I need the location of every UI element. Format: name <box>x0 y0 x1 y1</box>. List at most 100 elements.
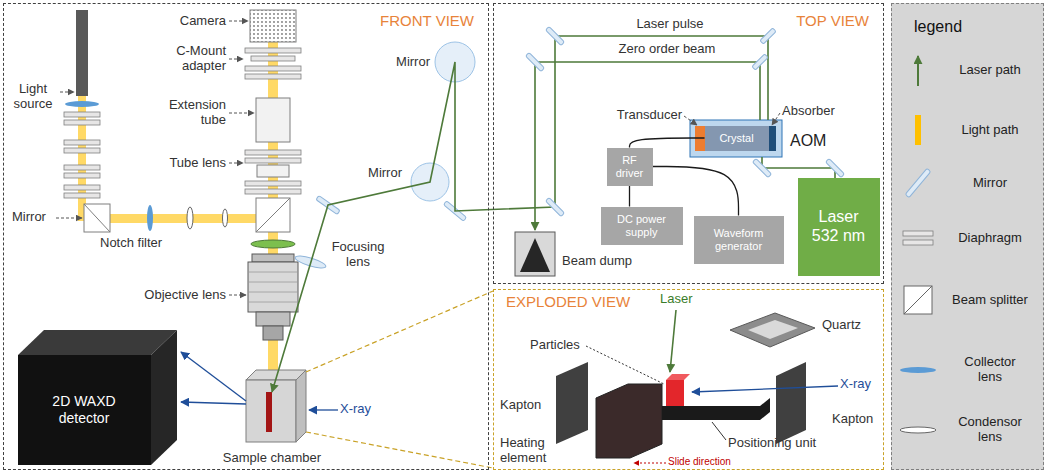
leader-line <box>229 59 243 60</box>
box-label: Laser 532 nm <box>810 208 868 245</box>
beam-dump <box>515 232 555 276</box>
device-box: RF driver <box>607 148 653 186</box>
diaphragm <box>245 66 301 71</box>
legend-text: Beam splitter <box>952 293 1028 308</box>
light-path <box>108 214 258 223</box>
mirror <box>545 197 564 216</box>
collector-lens <box>65 101 99 107</box>
leader-line <box>60 92 74 93</box>
leader-line <box>586 346 664 384</box>
leader-line <box>684 116 697 125</box>
legend-text: Diaphragm <box>952 231 1028 246</box>
diaphragm <box>245 189 301 194</box>
light-source <box>76 10 88 96</box>
legend-symbol <box>904 286 932 314</box>
device-box: 2D WAXD detector <box>18 355 151 465</box>
legend-entry: Light path <box>896 123 1036 138</box>
diaphragm <box>64 185 100 190</box>
quartz-window <box>748 320 798 339</box>
quartz-plate <box>730 313 815 347</box>
diaphragm <box>245 48 301 53</box>
diaphragm <box>251 56 295 61</box>
legend-text: Light path <box>952 123 1028 138</box>
part-label: Transducer <box>588 108 682 123</box>
part-label: Mirror <box>12 210 62 225</box>
sample-chamber <box>296 370 306 442</box>
objective-lens <box>256 312 290 326</box>
view-panel: EXPLODED VIEW <box>493 289 884 470</box>
diaphragm <box>64 120 100 125</box>
leader-line <box>229 113 254 114</box>
mirror <box>545 26 564 45</box>
tube-lens <box>257 165 289 177</box>
sample <box>266 392 272 432</box>
leader-line <box>772 113 780 125</box>
detector-face <box>18 330 177 355</box>
mirror <box>760 28 776 44</box>
beam-splitter <box>256 198 290 232</box>
legend-symbol <box>904 286 932 314</box>
absorber <box>769 126 776 151</box>
box-label: Crystal <box>719 132 753 145</box>
sample-chamber <box>246 380 296 442</box>
part-label: Positioning unit <box>728 436 840 451</box>
part-label: Zero order beam <box>612 42 722 57</box>
part-label: Tube lens <box>150 156 226 171</box>
legend-entry: Condensor lens <box>896 415 1036 445</box>
connector-wire <box>629 186 630 207</box>
part-label: Absorber <box>782 104 852 119</box>
slide-arrow <box>634 462 666 463</box>
part-label: Kapton <box>832 412 882 427</box>
legend-text: Laser path <box>952 63 1028 78</box>
part-label: Mirror <box>384 55 430 70</box>
mirror-face <box>84 204 110 232</box>
legend-entry: Laser path <box>896 63 1036 78</box>
condensor-lens <box>223 209 228 227</box>
legend-ground <box>891 3 1044 470</box>
detector-face <box>151 330 177 465</box>
particles <box>666 374 690 380</box>
diaphragm <box>64 140 100 145</box>
leader-line <box>712 422 726 440</box>
notch-filter <box>147 205 153 231</box>
panel-heading: legend <box>892 18 1043 36</box>
extension-tube <box>256 98 290 142</box>
box-label: Waveform generator <box>699 227 779 252</box>
part-label: Laser <box>660 292 704 307</box>
diaphragm <box>64 165 100 170</box>
diaphragm <box>245 158 301 163</box>
diaphragm <box>64 148 100 153</box>
part-label: Quartz <box>822 318 880 333</box>
zoom-line <box>306 432 493 468</box>
legend-entry: Beam splitter <box>896 293 1036 308</box>
legend-text: Collector lens <box>952 355 1028 385</box>
box-label: 2D WAXD detector <box>44 393 124 425</box>
device-box: Laser 532 nm <box>798 178 880 276</box>
part-label: Mirror <box>356 166 402 181</box>
mirror <box>752 54 768 70</box>
scatter-ray <box>181 402 246 404</box>
filter <box>251 240 295 248</box>
laser-path <box>272 62 555 392</box>
leader-line <box>229 21 248 22</box>
view-panel: FRONT VIEW2D WAXD detector <box>3 3 489 470</box>
mirror-cube <box>84 204 110 232</box>
mirror <box>825 158 844 177</box>
diaphragm <box>245 74 301 79</box>
box-label: DC power supply <box>607 213 677 238</box>
particles <box>666 380 684 406</box>
laser-beam <box>670 310 676 372</box>
leader-line <box>229 163 243 164</box>
part-label: C-Mount adapter <box>150 44 226 74</box>
heating-element <box>596 384 662 458</box>
objective-ring <box>249 292 297 293</box>
legend-entry: Diaphragm <box>896 231 1036 246</box>
legend-entry: Mirror <box>896 176 1036 191</box>
camera <box>250 10 296 42</box>
mirror <box>905 168 931 197</box>
beam-splitter-face <box>256 198 290 232</box>
objective-ring <box>249 272 297 273</box>
legend-symbol <box>900 367 936 373</box>
scatter-ray <box>181 352 246 401</box>
